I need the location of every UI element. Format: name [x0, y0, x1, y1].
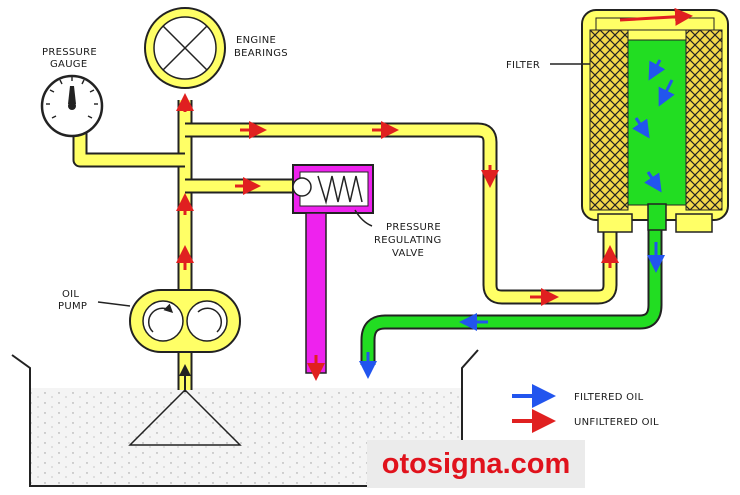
filter-label: FILTER	[506, 60, 540, 71]
site-watermark: otosigna.com	[367, 440, 585, 488]
oil-pickup-screen	[128, 388, 242, 446]
pressure-regulating-valve-label: PRESSURE REGULATING VALVE	[374, 222, 445, 259]
pressure-gauge-label: PRESSURE GAUGE	[42, 47, 100, 70]
filtered-flow-arrows	[359, 59, 675, 379]
engine-bearings	[144, 7, 226, 89]
legend-unfiltered-label: UNFILTERED OIL	[574, 417, 659, 428]
pressure-gauge	[40, 74, 104, 138]
engine-bearings-label: ENGINE BEARINGS	[234, 35, 288, 59]
oil-filter	[581, 9, 729, 233]
filtered-oil-lines	[360, 205, 663, 365]
leader-lines	[97, 63, 590, 307]
unfiltered-flow-arrows	[176, 7, 693, 381]
oil-pump	[129, 289, 241, 353]
legend-filtered-label: FILTERED OIL	[574, 392, 644, 403]
oil-pump-label: OIL PUMP	[58, 289, 87, 312]
pressure-regulating-valve	[292, 164, 374, 374]
legend: FILTERED OIL UNFILTERED OIL	[512, 384, 659, 433]
